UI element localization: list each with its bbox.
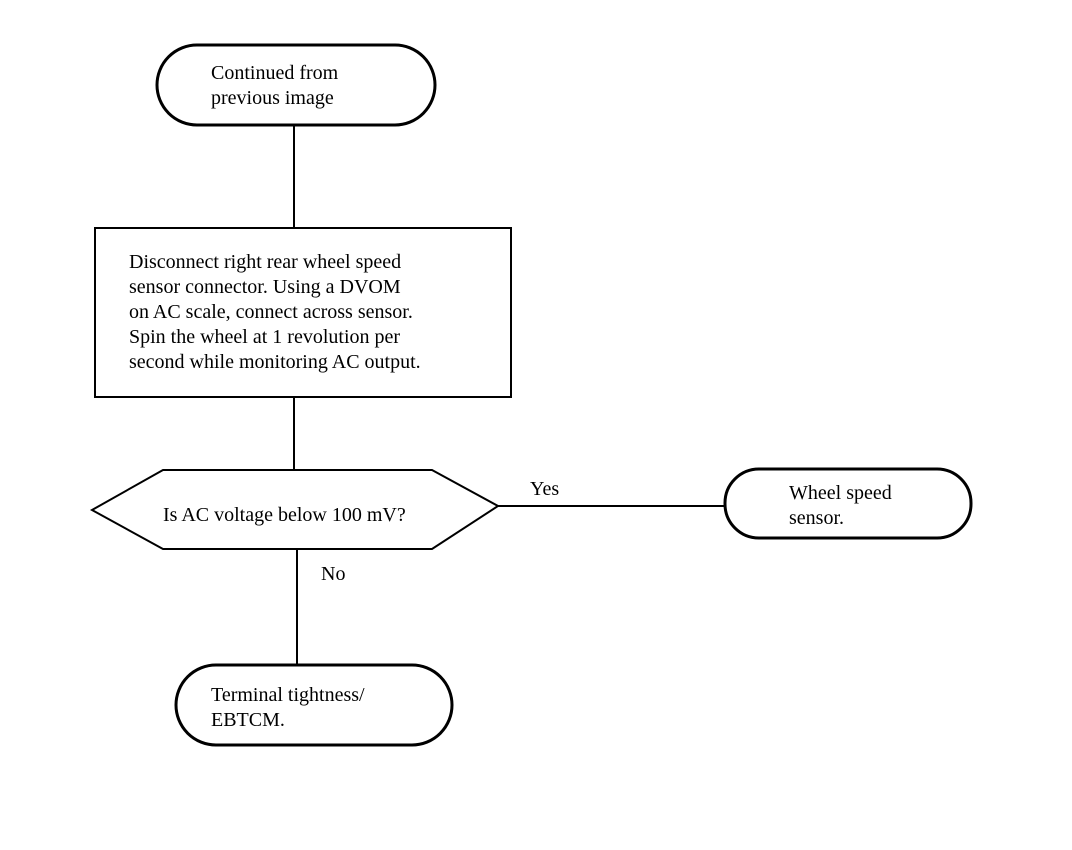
decision-hexagon (89, 469, 500, 550)
no-result-terminator (174, 663, 454, 747)
process-step-line-3: on AC scale, connect across sensor. (129, 301, 413, 323)
no-result-label: Terminal tightness/ EBTCM. (211, 683, 365, 733)
start-label-line-1: Continued from (211, 62, 339, 84)
process-step-line-5: second while monitoring AC output. (129, 351, 421, 373)
process-step-line-1: Disconnect right rear wheel speed (129, 251, 402, 273)
yes-result-line-2: sensor. (789, 507, 844, 529)
process-step-line-4: Spin the wheel at 1 revolution per (129, 326, 401, 348)
yes-branch-label: Yes (530, 478, 560, 500)
process-step-text: Disconnect right rear wheel speed sensor… (129, 250, 421, 375)
yes-result-line-1: Wheel speed (789, 482, 892, 504)
no-result-line-2: EBTCM. (211, 709, 285, 731)
process-step-line-2: sensor connector. Using a DVOM (129, 276, 401, 298)
no-branch-label: No (321, 563, 346, 585)
process-step-box (94, 227, 512, 398)
start-label: Continued from previous image (211, 61, 338, 111)
decision-question: Is AC voltage below 100 mV? (163, 504, 406, 526)
no-result-line-1: Terminal tightness/ (211, 684, 365, 706)
yes-result-label: Wheel speed sensor. (789, 481, 892, 531)
yes-result-terminator (723, 467, 973, 540)
start-label-line-2: previous image (211, 87, 334, 109)
start-terminator (155, 43, 437, 127)
